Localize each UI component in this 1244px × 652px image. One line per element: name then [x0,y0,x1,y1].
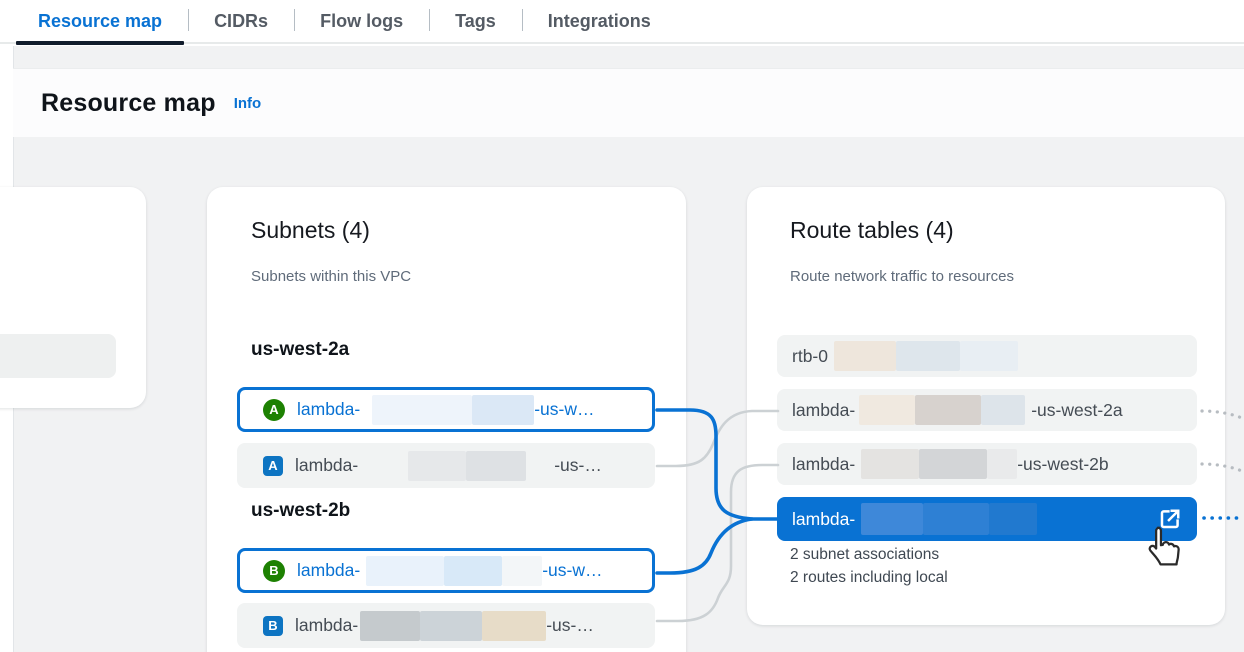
redacted-text [466,450,527,481]
panel-header: Resource map Info [13,68,1244,137]
redacted-text [502,555,543,586]
route-table-row-selected[interactable]: lambda- [777,497,1197,541]
redacted-text [420,610,483,641]
subnets-card-subtitle: Subnets within this VPC [251,268,412,285]
redacted-text [981,395,1026,425]
redacted-text [989,503,1038,535]
redacted-text [915,395,982,425]
redacted-text [366,555,445,586]
az-b-badge: B [263,615,283,636]
route-routes-count: 2 routes including local [790,569,948,586]
route-tables-card-title: Route tables (4) [790,217,954,243]
page-title: Resource map [41,88,216,117]
tab-label: Tags [455,10,496,31]
redacted-text [472,394,535,425]
subnet-name-prefix: lambda- [297,560,361,580]
redacted-text [859,395,916,425]
route-table-row[interactable]: rtb-0 [777,335,1197,377]
subnet-name-prefix: lambda- [295,455,359,475]
tab-label: CIDRs [214,10,269,31]
route-table-name-prefix: rtb-0 [792,345,828,366]
az-b-badge: B [263,559,285,582]
subnet-name-suffix: -us-… [546,615,594,635]
redacted-text [919,449,988,479]
info-link[interactable]: Info [233,94,262,112]
redacted-text [372,394,473,425]
tab-cidrs[interactable]: CIDRs [188,0,294,42]
redacted-text [861,449,920,479]
route-table-name-suffix: -us-west-2b [1017,453,1109,474]
tab-label: Integrations [547,10,651,31]
subnet-row[interactable]: A lambda- -us-… [237,443,655,488]
subnets-card: Subnets (4) Subnets within this VPC us-w… [207,187,686,652]
az-a-badge: A [263,455,283,476]
route-subnet-associations: 2 subnet associations [790,546,940,563]
route-table-row[interactable]: lambda- -us-west-2a [777,389,1197,431]
vpc-resource-row[interactable] [0,334,116,378]
subnet-row[interactable]: B lambda- -us-… [237,603,655,648]
route-table-row[interactable]: lambda- -us-west-2b [777,443,1197,485]
redacted-text [895,341,960,371]
redacted-text [408,450,467,481]
subnet-row-selected[interactable]: B lambda- -us-w… [237,548,655,593]
tab-label: Flow logs [320,10,404,31]
az-group-name: us-west-2a [251,339,350,360]
tab-bar: Resource map CIDRs Flow logs Tags Integr… [0,0,1244,45]
tab-resource-map[interactable]: Resource map [12,0,188,45]
az-group-name: us-west-2b [251,500,351,521]
subnet-name-suffix: -us-w… [542,560,603,580]
redacted-text [444,555,503,586]
route-table-name-suffix: -us-west-2a [1031,399,1123,420]
route-tables-card-subtitle: Route network traffic to resources [790,268,1014,285]
route-table-name-prefix: lambda- [792,399,856,420]
redacted-text [833,341,896,371]
redacted-text [959,341,1018,371]
vpc-card [0,187,146,408]
redacted-text [861,503,924,535]
tab-flow-logs[interactable]: Flow logs [294,0,429,42]
redacted-text [987,449,1018,479]
redacted-text [923,503,990,535]
subnet-name-suffix: -us-w… [534,399,595,419]
redacted-text [360,610,421,641]
subnet-row-selected[interactable]: A lambda- -us-w… [237,387,655,432]
tab-tags[interactable]: Tags [429,0,522,42]
tab-integrations[interactable]: Integrations [521,0,677,42]
route-tables-card: Route tables (4) Route network traffic t… [747,187,1225,625]
subnet-name-suffix: -us-… [554,455,602,475]
subnet-name-prefix: lambda- [297,399,361,419]
route-table-name-prefix: lambda- [792,508,856,529]
route-table-name-prefix: lambda- [792,453,856,474]
tab-label: Resource map [38,10,163,31]
external-link-icon[interactable] [1157,506,1183,532]
az-a-badge: A [263,398,285,421]
subnet-name-prefix: lambda- [295,615,359,635]
redacted-text [482,610,547,641]
subnets-card-title: Subnets (4) [251,217,370,243]
